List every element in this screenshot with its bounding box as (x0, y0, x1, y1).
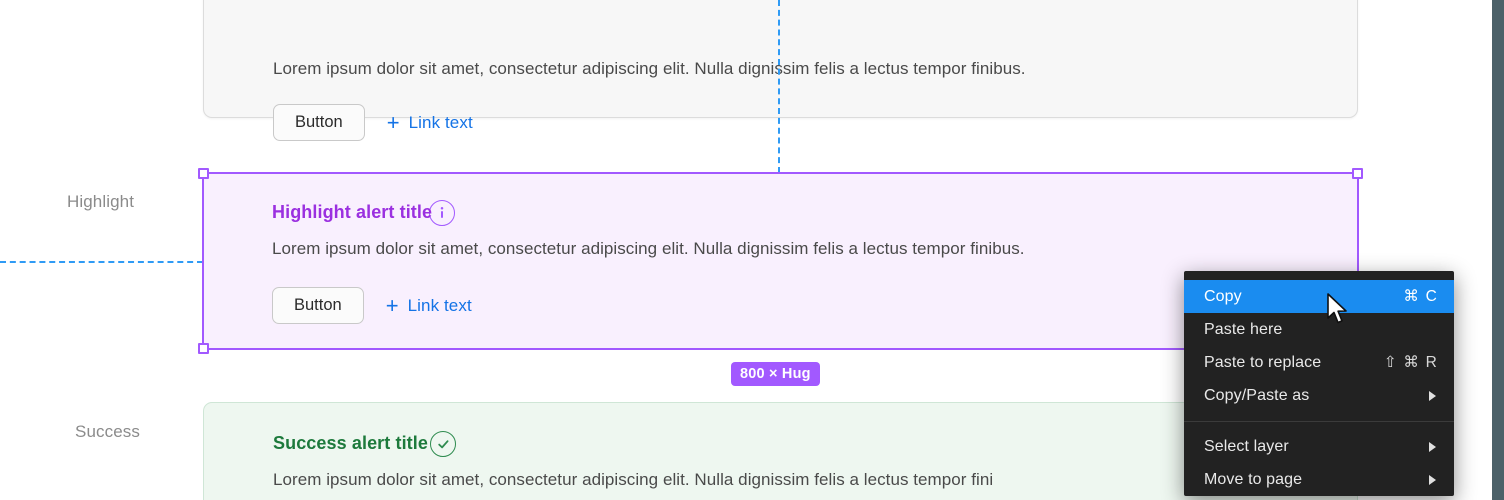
section-label-success: Success (75, 422, 140, 441)
alert-link-label-highlight: Link text (407, 295, 472, 315)
right-edge-band (1492, 0, 1504, 500)
alert-link-highlight[interactable]: + Link text (385, 292, 472, 318)
context-menu-item-select-layer[interactable]: Select layer (1184, 430, 1454, 463)
info-circle-icon (429, 200, 455, 226)
context-menu-label: Select layer (1204, 437, 1289, 455)
context-menu-label: Copy/Paste as (1204, 386, 1310, 404)
alert-actions-neutral: Button + Link text (273, 104, 473, 141)
context-menu-shortcut: ⇧ ⌘ R (1383, 354, 1438, 371)
context-menu-label: Copy (1204, 287, 1242, 305)
alert-card-highlight[interactable]: Highlight alert title Lorem ipsum dolor … (203, 173, 1358, 349)
check-circle-icon (430, 431, 456, 457)
alert-actions-highlight: Button + Link text (272, 287, 472, 324)
context-menu-label: Paste to replace (1204, 353, 1322, 371)
plus-icon: + (386, 109, 400, 135)
context-menu-label: Move to page (1204, 470, 1303, 488)
alert-card-success[interactable]: Success alert title Lorem ipsum dolor si… (203, 402, 1358, 500)
context-menu-item-move-to-page[interactable]: Move to page (1184, 463, 1454, 496)
size-badge: 800 × Hug (731, 362, 820, 386)
smart-guide-horizontal (0, 261, 203, 263)
alert-link-label-neutral: Link text (408, 112, 473, 132)
context-menu-shortcut: ⌘ C (1403, 288, 1438, 305)
submenu-arrow-icon (1429, 390, 1436, 401)
smart-guide-vertical (778, 0, 780, 173)
alert-button-highlight[interactable]: Button (272, 287, 364, 324)
section-label-highlight: Highlight (67, 192, 135, 211)
context-menu[interactable]: Copy ⌘ C Paste here Paste to replace ⇧ ⌘… (1184, 271, 1454, 496)
alert-card-neutral[interactable]: Lorem ipsum dolor sit amet, consectetur … (203, 0, 1358, 141)
context-menu-item-copy-paste-as[interactable]: Copy/Paste as (1184, 379, 1454, 412)
alert-title-highlight: Highlight alert title (272, 202, 433, 222)
mouse-cursor-icon (1326, 293, 1350, 327)
context-menu-item-copy[interactable]: Copy ⌘ C (1184, 280, 1454, 313)
alert-title-success: Success alert title (273, 433, 428, 453)
context-menu-item-paste-to-replace[interactable]: Paste to replace ⇧ ⌘ R (1184, 346, 1454, 379)
alert-body-success: Lorem ipsum dolor sit amet, consectetur … (273, 470, 994, 489)
submenu-arrow-icon (1429, 474, 1436, 485)
context-menu-label: Paste here (1204, 320, 1283, 338)
alert-button-neutral[interactable]: Button (273, 104, 365, 141)
alert-link-neutral[interactable]: + Link text (386, 109, 473, 135)
alert-body-highlight: Lorem ipsum dolor sit amet, consectetur … (272, 239, 1025, 258)
alert-body-neutral: Lorem ipsum dolor sit amet, consectetur … (273, 59, 1026, 78)
submenu-arrow-icon (1429, 441, 1436, 452)
plus-icon: + (385, 292, 399, 318)
context-menu-separator (1184, 421, 1454, 422)
context-menu-item-paste-here[interactable]: Paste here (1184, 313, 1454, 346)
